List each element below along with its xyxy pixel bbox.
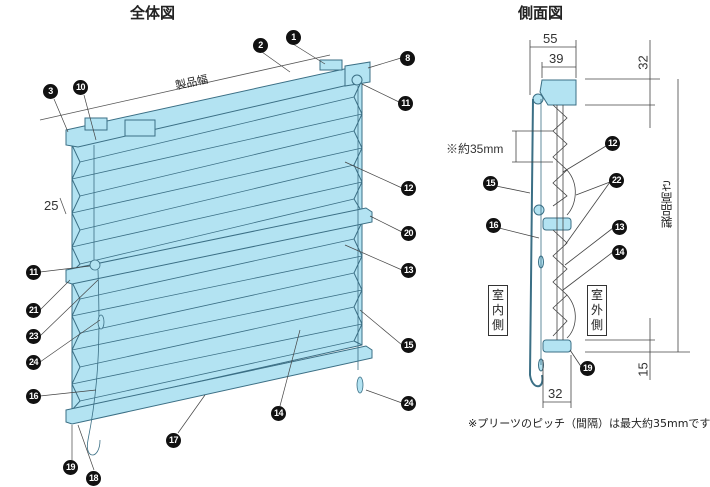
outdoor-side-label: 室外側 bbox=[587, 285, 607, 336]
callout-19: 19 bbox=[63, 460, 78, 475]
callout-10: 10 bbox=[73, 80, 88, 95]
side-callout-14: 14 bbox=[612, 245, 627, 260]
indoor-side-label: 室内側 bbox=[488, 285, 508, 336]
callout-14: 14 bbox=[271, 406, 286, 421]
cord-lock bbox=[124, 119, 156, 137]
dim-32-top: 32 bbox=[635, 55, 651, 70]
callout-24-right: 24 bbox=[401, 396, 416, 411]
callout-18: 18 bbox=[86, 471, 101, 486]
side-headrail bbox=[539, 79, 577, 106]
callout-20: 20 bbox=[401, 226, 416, 241]
pleat-dim-label: 25 bbox=[44, 198, 59, 213]
product-height-label: 製品高さ bbox=[660, 180, 674, 228]
end-cap-right bbox=[344, 61, 371, 87]
bracket-right bbox=[319, 59, 343, 71]
callout-21: 21 bbox=[26, 303, 41, 318]
pitch-label: ※約35mm bbox=[446, 142, 504, 156]
middle-rail bbox=[65, 207, 373, 285]
callout-1: 1 bbox=[286, 30, 301, 45]
side-view-title: 側面図 bbox=[518, 4, 564, 22]
overall-view-title: 全体図 bbox=[130, 4, 176, 22]
dim-32-bottom: 32 bbox=[548, 386, 563, 401]
side-callout-15: 15 bbox=[483, 176, 498, 191]
pulley bbox=[351, 74, 363, 86]
callout-24-left: 24 bbox=[26, 355, 41, 370]
pitch-note: ※プリーツのピッチ（間隔）は最大約35mmです bbox=[468, 417, 710, 430]
side-callout-13: 13 bbox=[612, 220, 627, 235]
side-callout-19: 19 bbox=[580, 361, 595, 376]
side-bottom-rail bbox=[542, 339, 572, 353]
side-callout-22: 22 bbox=[609, 173, 624, 188]
callout-23: 23 bbox=[26, 329, 41, 344]
side-callout-16: 16 bbox=[486, 218, 501, 233]
callout-17: 17 bbox=[166, 433, 181, 448]
callout-12: 12 bbox=[401, 181, 416, 196]
side-callout-12: 12 bbox=[605, 136, 620, 151]
callout-2: 2 bbox=[253, 38, 268, 53]
dim-55: 55 bbox=[543, 31, 558, 46]
callout-16: 16 bbox=[26, 389, 41, 404]
callout-13: 13 bbox=[401, 263, 416, 278]
dim-39: 39 bbox=[549, 51, 564, 66]
callout-8: 8 bbox=[400, 51, 415, 66]
dim-15: 15 bbox=[635, 362, 651, 377]
callout-3: 3 bbox=[43, 84, 58, 99]
callout-11-left: 11 bbox=[26, 265, 41, 280]
bracket-left bbox=[84, 117, 108, 131]
bottom-rail bbox=[65, 345, 373, 425]
callout-11-right: 11 bbox=[398, 96, 413, 111]
callout-15: 15 bbox=[401, 338, 416, 353]
